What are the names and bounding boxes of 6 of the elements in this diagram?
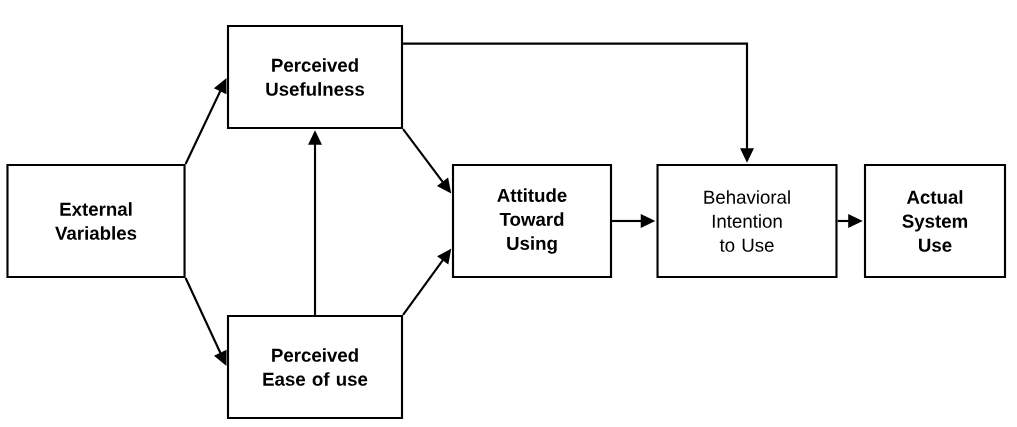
process-box: Perceived Ease of use [226, 314, 404, 420]
process-box: Perceived Usefulness [226, 24, 404, 130]
process-box: Behavioral Intention to Use [656, 163, 838, 279]
process-box: Actual System Use [863, 163, 1007, 279]
process-box: External Variables [6, 163, 186, 279]
process-box: Attitude Toward Using [451, 163, 613, 279]
